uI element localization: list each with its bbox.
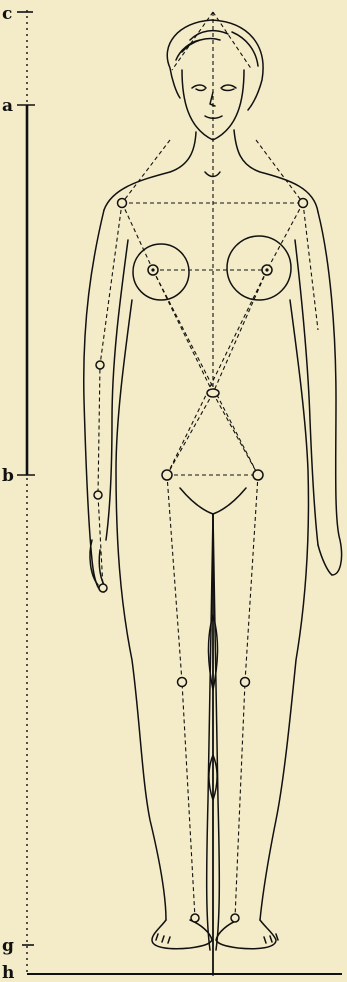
right-hand	[318, 545, 332, 575]
pubic-line	[180, 488, 246, 514]
torso-right	[260, 300, 309, 920]
left-breast	[133, 244, 189, 300]
landmark-right-ankle	[231, 914, 239, 922]
right-arm-outer	[318, 212, 342, 575]
landmark-right-shoulder	[299, 199, 308, 208]
landmark-left-wrist	[94, 491, 102, 499]
left-leg-axis	[167, 475, 195, 918]
neck-to-shoulders	[122, 140, 303, 203]
right-arm-axis	[303, 203, 318, 330]
landmark-left-hip	[162, 470, 172, 480]
landmark-right-knee	[241, 678, 250, 687]
leg-inner-right	[213, 514, 219, 950]
label-a: a	[2, 96, 13, 116]
neck-left	[104, 132, 196, 210]
torso-left	[116, 300, 166, 920]
landmark-navel	[207, 389, 219, 397]
label-g: g	[2, 936, 14, 956]
right-leg-axis	[235, 475, 258, 918]
label-b: b	[2, 466, 14, 486]
left-arm-inner	[106, 240, 128, 540]
left-foot	[152, 920, 212, 949]
landmark-left-shoulder	[118, 199, 127, 208]
landmark-left-knee	[178, 678, 187, 687]
label-h: h	[2, 963, 14, 982]
landmark-left-finger	[99, 584, 107, 592]
leg-inner-left	[207, 514, 213, 950]
left-arm-outer	[84, 210, 104, 592]
measurement-scale	[17, 10, 342, 975]
right-breast	[227, 236, 291, 300]
left-arm-axis	[98, 203, 122, 588]
landmark-left-nipple-dot	[151, 268, 154, 271]
right-foot	[216, 920, 276, 949]
landmark-left-elbow	[96, 361, 104, 369]
nipple-to-navel	[153, 270, 267, 393]
navel-to-hips	[167, 393, 258, 475]
landmarks	[94, 199, 308, 923]
figure-outline	[84, 20, 342, 975]
label-c: c	[2, 4, 12, 24]
landmark-right-nipple-dot	[265, 268, 268, 271]
landmark-left-ankle	[191, 914, 199, 922]
eyes	[192, 85, 236, 91]
nipple-to-hips-cross	[153, 270, 267, 475]
landmark-right-hip	[253, 470, 263, 480]
right-arm-inner	[295, 240, 318, 545]
